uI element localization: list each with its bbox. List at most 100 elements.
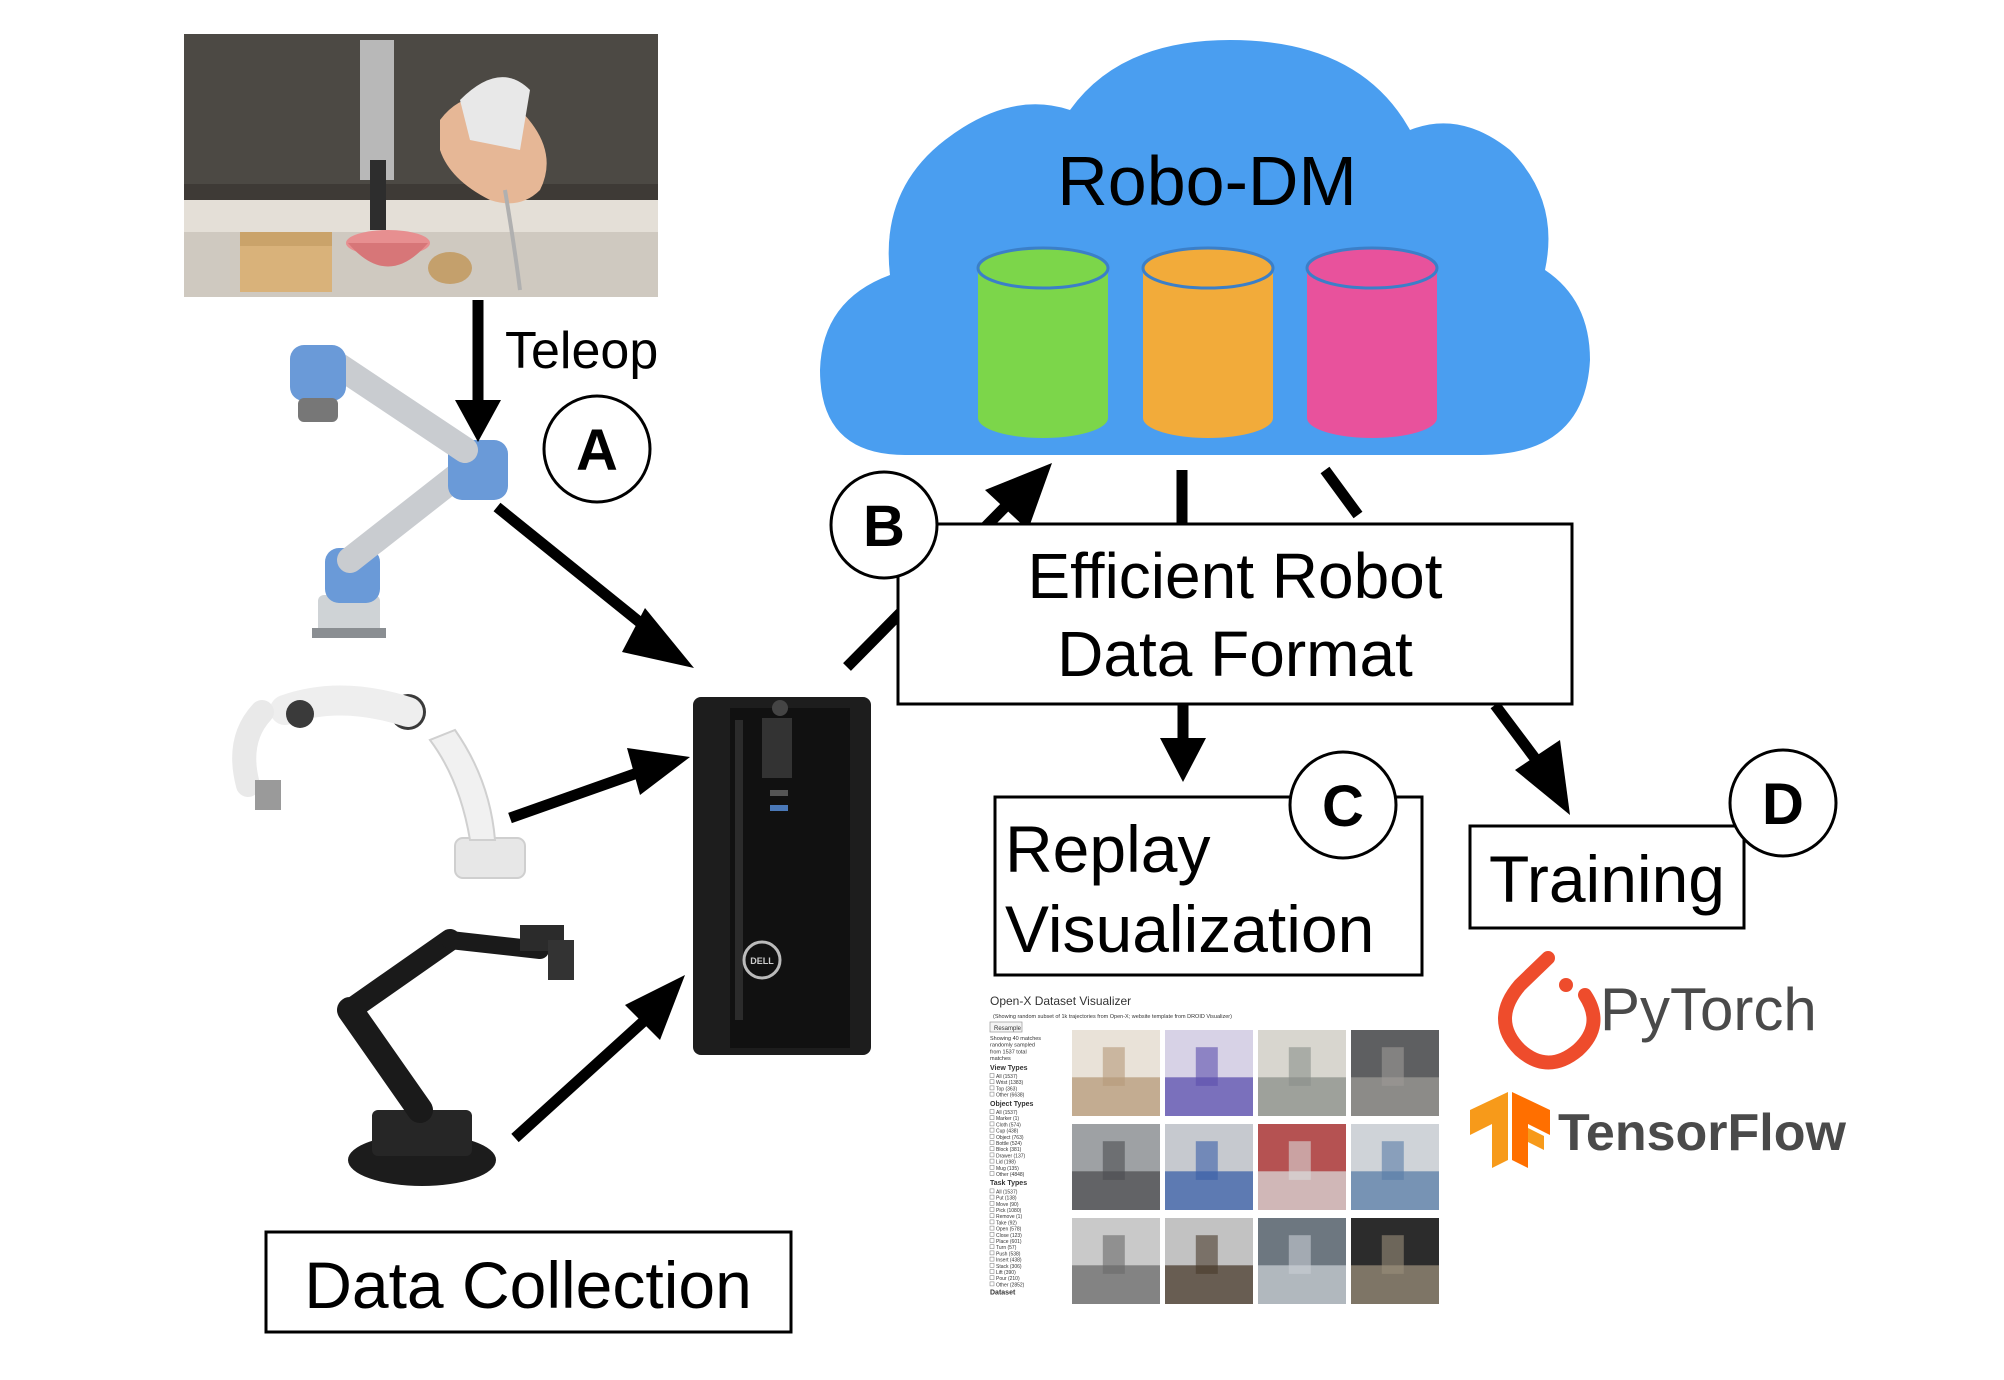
object-type-filter[interactable]: Other (4848) (996, 1172, 1025, 1178)
arrow-head-black-arm (625, 975, 685, 1040)
data-collection-box: Data Collection (264, 1230, 793, 1334)
marker-d-letter: D (1762, 772, 1804, 837)
dataset-cylinders (976, 246, 1439, 438)
desktop-computer: DELL (693, 697, 871, 1055)
dataset-cylinder-3 (1305, 246, 1439, 438)
ur-robot-arm (290, 345, 508, 638)
tensorflow-logo: TensorFlow (1470, 1092, 1846, 1168)
training-label: Training (1489, 842, 1725, 916)
object-type-filter[interactable]: Cup (438) (996, 1129, 1019, 1135)
arrow-format-to-training (1490, 701, 1545, 769)
visualizer-subtitle: (Showing random subset of 1k trajectorie… (993, 1014, 1232, 1020)
object-type-filter[interactable]: Lid (198) (996, 1160, 1016, 1166)
pytorch-wordmark: PyTorch (1600, 976, 1817, 1043)
task-type-filter[interactable]: Lift (390) (996, 1270, 1016, 1276)
task-type-filter[interactable]: Insert (438) (996, 1258, 1022, 1264)
object-type-filter[interactable]: Mug (135) (996, 1166, 1019, 1172)
task-type-filter[interactable]: All (1537) (996, 1189, 1018, 1195)
object-type-filter[interactable]: All (1537) (996, 1110, 1018, 1116)
format-line-2: Data Format (1057, 618, 1413, 690)
resample-button[interactable] (989, 1021, 1023, 1033)
flow-arrows (455, 300, 1570, 1143)
visualizer-thumbnail[interactable] (1165, 1124, 1253, 1210)
visualizer-thumbnail[interactable] (1165, 1030, 1253, 1116)
task-type-filter[interactable]: Other (2852) (996, 1282, 1025, 1288)
marker-a: A (542, 394, 652, 504)
view-type-filter[interactable]: Other (6638) (996, 1093, 1025, 1099)
object-type-filter[interactable]: Bottle (524) (996, 1141, 1022, 1147)
task-type-filter[interactable]: Take (92) (996, 1220, 1017, 1226)
pc-brand-logo: DELL (750, 956, 774, 966)
task-type-filter[interactable]: Remove (1) (996, 1214, 1022, 1220)
view-types-heading: View Types (990, 1065, 1028, 1072)
task-type-filter[interactable]: Turn (57) (996, 1245, 1017, 1251)
view-type-filter[interactable]: Wrist (1383) (996, 1080, 1023, 1086)
marker-c-letter: C (1322, 774, 1364, 839)
efficient-data-format-box: Efficient Robot Data Format (896, 522, 1574, 706)
arrow-cloud-to-format-right (1320, 466, 1363, 519)
arrow-head-teleop (455, 400, 501, 442)
resample-button-label: Resample (994, 1026, 1022, 1032)
visualizer-thumbnail[interactable] (1072, 1030, 1160, 1116)
object-type-filter[interactable]: Cloth (574) (996, 1122, 1021, 1128)
marker-d: D (1728, 748, 1838, 858)
dataset-cylinder-1 (976, 246, 1110, 438)
view-type-filter[interactable]: Top (363) (996, 1086, 1017, 1092)
task-type-filter[interactable]: Open (578) (996, 1227, 1022, 1233)
visualizer-info-line: Showing 40 matches (990, 1036, 1041, 1042)
arrow-ur-to-pc (493, 502, 662, 642)
object-types-heading: Object Types (990, 1101, 1034, 1108)
visualizer-thumbnail[interactable] (1351, 1124, 1439, 1210)
marker-c: C (1288, 750, 1398, 860)
teleop-label: Teleop (505, 322, 658, 380)
object-type-filter[interactable]: Marker (1) (996, 1116, 1019, 1122)
task-types-heading: Task Types (990, 1180, 1027, 1187)
black-robot-arm (337, 925, 574, 1186)
training-box: Training (1468, 824, 1746, 930)
task-type-filter[interactable]: Move (90) (996, 1202, 1019, 1208)
visualizer-thumbnail[interactable] (1258, 1218, 1346, 1304)
dataset-visualizer-screenshot: Open-X Dataset Visualizer (Showing rando… (985, 990, 1439, 1304)
franka-robot-arm (232, 685, 526, 879)
task-type-filter[interactable]: Push (538) (996, 1251, 1021, 1257)
format-line-1: Efficient Robot (1027, 540, 1442, 612)
task-type-filter[interactable]: Pick (1080) (996, 1208, 1022, 1214)
task-type-filter[interactable]: Put (138) (996, 1196, 1017, 1202)
arrow-franka-to-pc (508, 766, 642, 824)
object-type-filter[interactable]: Object (763) (996, 1135, 1024, 1141)
dataset-cylinder-2 (1141, 246, 1275, 438)
task-type-filter[interactable]: Pour (210) (996, 1276, 1020, 1282)
object-type-filter[interactable]: Block (381) (996, 1147, 1022, 1153)
view-type-filter[interactable]: All (1537) (996, 1074, 1018, 1080)
replay-line-2: Visualization (1005, 892, 1374, 966)
visualizer-thumbnail[interactable] (1351, 1218, 1439, 1304)
tensorflow-icon (1470, 1092, 1508, 1168)
cloud-title: Robo-DM (1057, 142, 1357, 220)
dataset-heading: Dataset (990, 1290, 1016, 1297)
arrow-head-ur (622, 608, 694, 668)
arrow-head-format-to-replay (1160, 738, 1206, 782)
arrow-head-format-to-training (1515, 740, 1570, 815)
marker-a-letter: A (576, 418, 618, 483)
task-type-filter[interactable]: Close (123) (996, 1233, 1022, 1239)
visualizer-thumbnail[interactable] (1165, 1218, 1253, 1304)
marker-b-letter: B (863, 494, 905, 559)
visualizer-info-line: randomly sampled (990, 1043, 1035, 1049)
object-type-filter[interactable]: Drawer (137) (996, 1153, 1026, 1159)
visualizer-thumbnail[interactable] (1072, 1124, 1160, 1210)
visualizer-thumbnail[interactable] (1258, 1030, 1346, 1116)
visualizer-thumbnail[interactable] (1258, 1124, 1346, 1210)
data-collection-label: Data Collection (304, 1248, 752, 1322)
visualizer-info-line: matches (990, 1056, 1011, 1062)
pytorch-logo: PyTorch (1498, 951, 1817, 1070)
visualizer-thumbnail-grid (1072, 1030, 1439, 1304)
marker-b: B (829, 470, 939, 580)
visualizer-thumbnail[interactable] (1072, 1218, 1160, 1304)
task-type-filter[interactable]: Stack (306) (996, 1264, 1022, 1270)
task-type-filter[interactable]: Place (601) (996, 1239, 1022, 1245)
visualizer-title: Open-X Dataset Visualizer (990, 994, 1131, 1008)
visualizer-thumbnail[interactable] (1351, 1030, 1439, 1116)
replay-line-1: Replay (1005, 812, 1210, 886)
